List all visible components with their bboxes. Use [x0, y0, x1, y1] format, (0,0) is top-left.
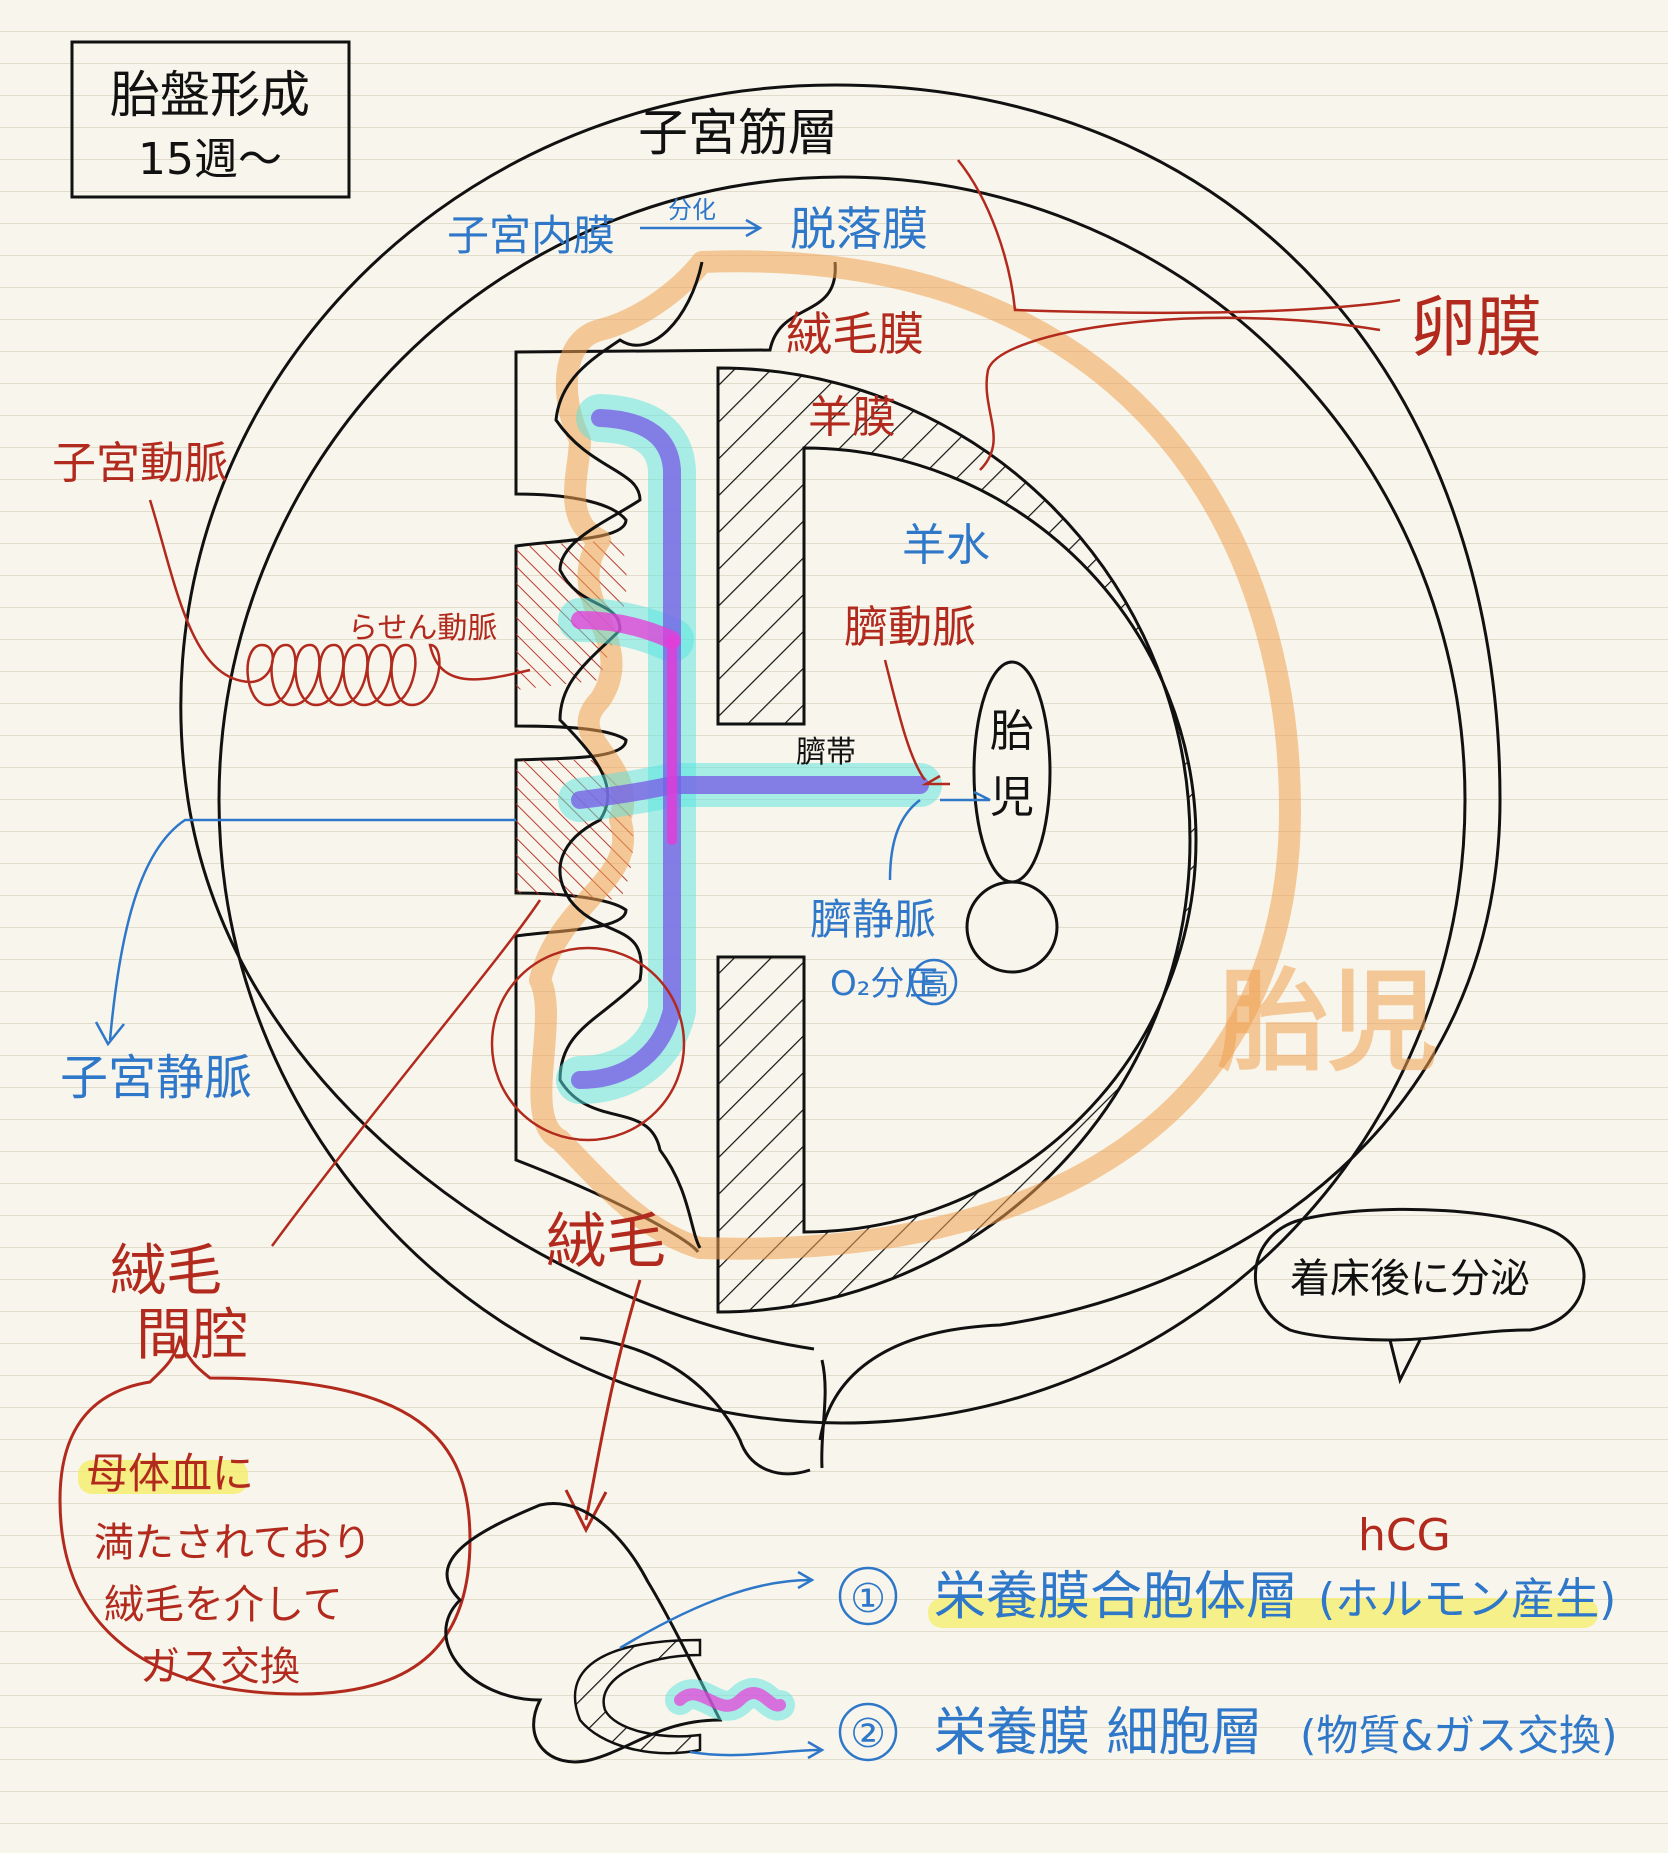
layer2-arrow-head: [807, 1740, 825, 1760]
uterine-vein-arrow-head: [94, 1021, 125, 1047]
layer1-arrow: [619, 1578, 811, 1650]
layer2-arrow: [689, 1748, 821, 1757]
amnion-line: [803, 447, 1197, 841]
layer2-number: ②: [850, 1711, 886, 1757]
note-line4: ガス交換: [140, 1644, 300, 1690]
spiral-artery-label: らせん動脈: [348, 611, 497, 646]
chorion-orange: [529, 250, 1301, 1260]
fetal-membrane-label: 卵膜: [1410, 289, 1542, 366]
uterine-vein-arrow: [108, 818, 516, 1041]
decidua-basalis: [514, 261, 837, 1253]
note-line1-rest: に: [212, 1449, 254, 1498]
intervillous-label-2: 間腔: [136, 1303, 248, 1368]
hcg-bubble-text: 着床後に分泌: [1290, 1256, 1530, 1302]
fetus-side-label: 胎児: [1218, 958, 1438, 1086]
endometrium-boundary: [217, 175, 1467, 1425]
umbilical-artery-arrow: [921, 774, 950, 786]
fetal-membrane-leader: [957, 159, 1401, 315]
title-line2: 15週〜: [138, 134, 282, 185]
maternal-blood-highlight: [78, 1460, 248, 1494]
differentiation-label: 分化: [668, 196, 716, 224]
fetus-label-1: 胎: [990, 706, 1034, 757]
layer2-number-circle: [838, 1702, 898, 1762]
endometrium-label: 子宮内膜: [447, 211, 615, 260]
note-line1: 母体血に: [86, 1449, 254, 1498]
maternal-blood-text: 母体血: [86, 1449, 212, 1498]
layer2-paren: (物質&ガス交換): [1300, 1711, 1618, 1760]
villus-arrow: [584, 1279, 642, 1521]
umbilical-vein-arrow: [940, 790, 991, 802]
villus-zoom-vessel: [674, 1687, 786, 1712]
layer1-highlight: [928, 1598, 1598, 1628]
o2-high-mark: 高: [919, 967, 949, 1002]
umbilical-artery-label: 臍動脈: [844, 602, 976, 653]
intervillous-leader: [270, 899, 542, 1247]
villus-arrow-head: [564, 1489, 608, 1534]
villus-zoom: [444, 1502, 723, 1764]
title-line1: 胎盤形成: [110, 66, 310, 124]
note-line3: 絨毛を介して: [104, 1582, 343, 1628]
uterine-artery-label: 子宮動脈: [52, 438, 228, 489]
myometrium-label: 子宮筋層: [638, 104, 838, 162]
umbilical-vein-label: 臍静脈: [810, 895, 936, 944]
intervillous-note-bubble: [58, 1335, 472, 1696]
fetus-label-2: 児: [990, 772, 1034, 823]
note-line2: 満たされており: [94, 1520, 372, 1566]
umbilical-vein-leader: [888, 799, 921, 881]
villus-label: 絨毛: [546, 1207, 666, 1277]
spiral-artery-coil: [148, 499, 531, 707]
layer1-arrow-head: [797, 1570, 815, 1590]
cervix-center: [820, 1359, 827, 1469]
layer1-number: ①: [850, 1576, 886, 1622]
hcg-label: hCG: [1358, 1510, 1451, 1561]
layer1-text: 栄養膜合胞体層: [934, 1567, 1298, 1627]
amnion-label: 羊膜: [808, 392, 896, 443]
title-box: [70, 40, 351, 199]
differentiation-arrow-head: [745, 218, 763, 238]
decidua-label: 脱落膜: [790, 202, 928, 256]
villus-highlight-circle: [490, 946, 686, 1142]
cervix-left: [579, 1336, 811, 1476]
chorion-label: 絨毛膜: [786, 307, 924, 361]
layer2-text: 栄養膜 細胞層: [934, 1703, 1263, 1763]
umbilical-cord-label: 臍帯: [796, 735, 856, 770]
amniotic-fluid-label: 羊水: [902, 520, 990, 571]
layer1-paren: (ホルモン産生): [1318, 1574, 1616, 1625]
umbilical-artery-leader: [883, 659, 927, 781]
intervillous-label-1: 絨毛: [110, 1239, 222, 1304]
uterine-vein-label: 子宮静脈: [60, 1050, 252, 1106]
fetal-vessels: [556, 394, 942, 1104]
villus-zoom-layer: [573, 1638, 702, 1755]
o2-high-circle: [910, 958, 958, 1006]
o2-pressure-label: O₂分圧: [830, 964, 938, 1004]
hcg-bubble: [1254, 1207, 1586, 1385]
yolk-sac: [965, 880, 1059, 974]
layer1-number-circle: [838, 1566, 898, 1626]
fetal-membrane-leader-2: [979, 316, 1381, 471]
